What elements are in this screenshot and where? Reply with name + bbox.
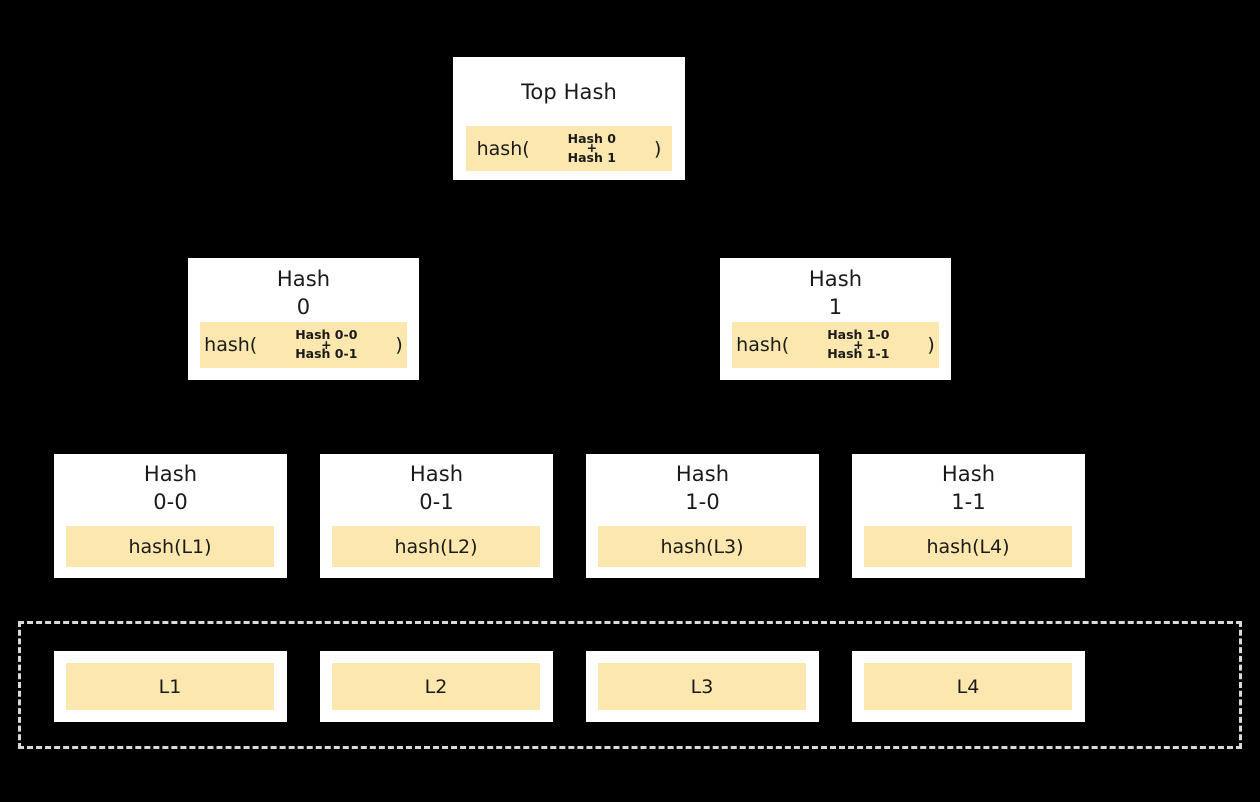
data-block-l1-label: L1 xyxy=(158,675,182,698)
data-block-l1-label-box: L1 xyxy=(66,663,274,710)
node-hash-0-expression: hash( Hash 0-0 + Hash 0-1 ) xyxy=(200,322,407,368)
node-hash-1-expression: hash( Hash 1-0 + Hash 1-1 ) xyxy=(732,322,939,368)
data-block-l4-label: L4 xyxy=(956,675,980,698)
data-block-l3-label-box: L3 xyxy=(598,663,806,710)
node-hash-1-0-expression-label: hash(L3) xyxy=(660,535,744,558)
expr-arguments: Hash 1-0 + Hash 1-1 xyxy=(823,329,893,361)
expr-plus-sign: + xyxy=(321,336,332,352)
hash-fn-label: hash( xyxy=(476,137,530,160)
node-hash-1-title: Hash 1 xyxy=(808,267,863,319)
node-hash-1-0-title: Hash 1-0 xyxy=(675,462,730,514)
expr-arg-top: Hash 0 xyxy=(567,130,616,146)
data-blocks-group xyxy=(18,621,1242,749)
node-hash-0-0-expression-label: hash(L1) xyxy=(128,535,212,558)
expr-plus-sign: + xyxy=(586,140,598,156)
expr-arguments: Hash 0-0 + Hash 0-1 xyxy=(291,329,361,361)
data-block-l2-label: L2 xyxy=(424,675,448,698)
expr-arg-top: Hash 1-0 xyxy=(827,327,890,343)
node-hash-0-1-expression: hash(L2) xyxy=(332,526,540,567)
hash-fn-label: hash( xyxy=(204,334,258,356)
expr-close-paren: ) xyxy=(395,334,403,356)
expr-arg-top: Hash 0-0 xyxy=(295,327,358,343)
data-block-l3-label: L3 xyxy=(690,675,714,698)
expr-arg-bottom: Hash 1 xyxy=(567,149,616,165)
node-top-hash-title: Top Hash xyxy=(521,80,617,104)
node-top-hash-expression: hash( Hash 0 + Hash 1 ) xyxy=(466,126,672,171)
data-block-l2-label-box: L2 xyxy=(332,663,540,710)
node-hash-1-0-expression: hash(L3) xyxy=(598,526,806,567)
expr-close-paren: ) xyxy=(653,137,662,160)
node-hash-0-1-expression-label: hash(L2) xyxy=(394,535,478,558)
node-hash-0-1-title: Hash 0-1 xyxy=(409,462,464,514)
node-hash-0-title: Hash 0 xyxy=(276,267,331,319)
expr-arg-bottom: Hash 0-1 xyxy=(295,346,358,362)
node-hash-1-1-expression-label: hash(L4) xyxy=(926,535,1010,558)
node-hash-1-1-expression: hash(L4) xyxy=(864,526,1072,567)
expr-plus-sign: + xyxy=(853,336,864,352)
expr-close-paren: ) xyxy=(927,334,935,356)
expr-arg-bottom: Hash 1-1 xyxy=(827,346,890,362)
node-hash-0-0-expression: hash(L1) xyxy=(66,526,274,567)
expr-arguments: Hash 0 + Hash 1 xyxy=(564,130,620,165)
node-hash-1-1-title: Hash 1-1 xyxy=(941,462,996,514)
data-block-l4-label-box: L4 xyxy=(864,663,1072,710)
node-hash-0-0-title: Hash 0-0 xyxy=(143,462,198,514)
hash-fn-label: hash( xyxy=(736,334,790,356)
